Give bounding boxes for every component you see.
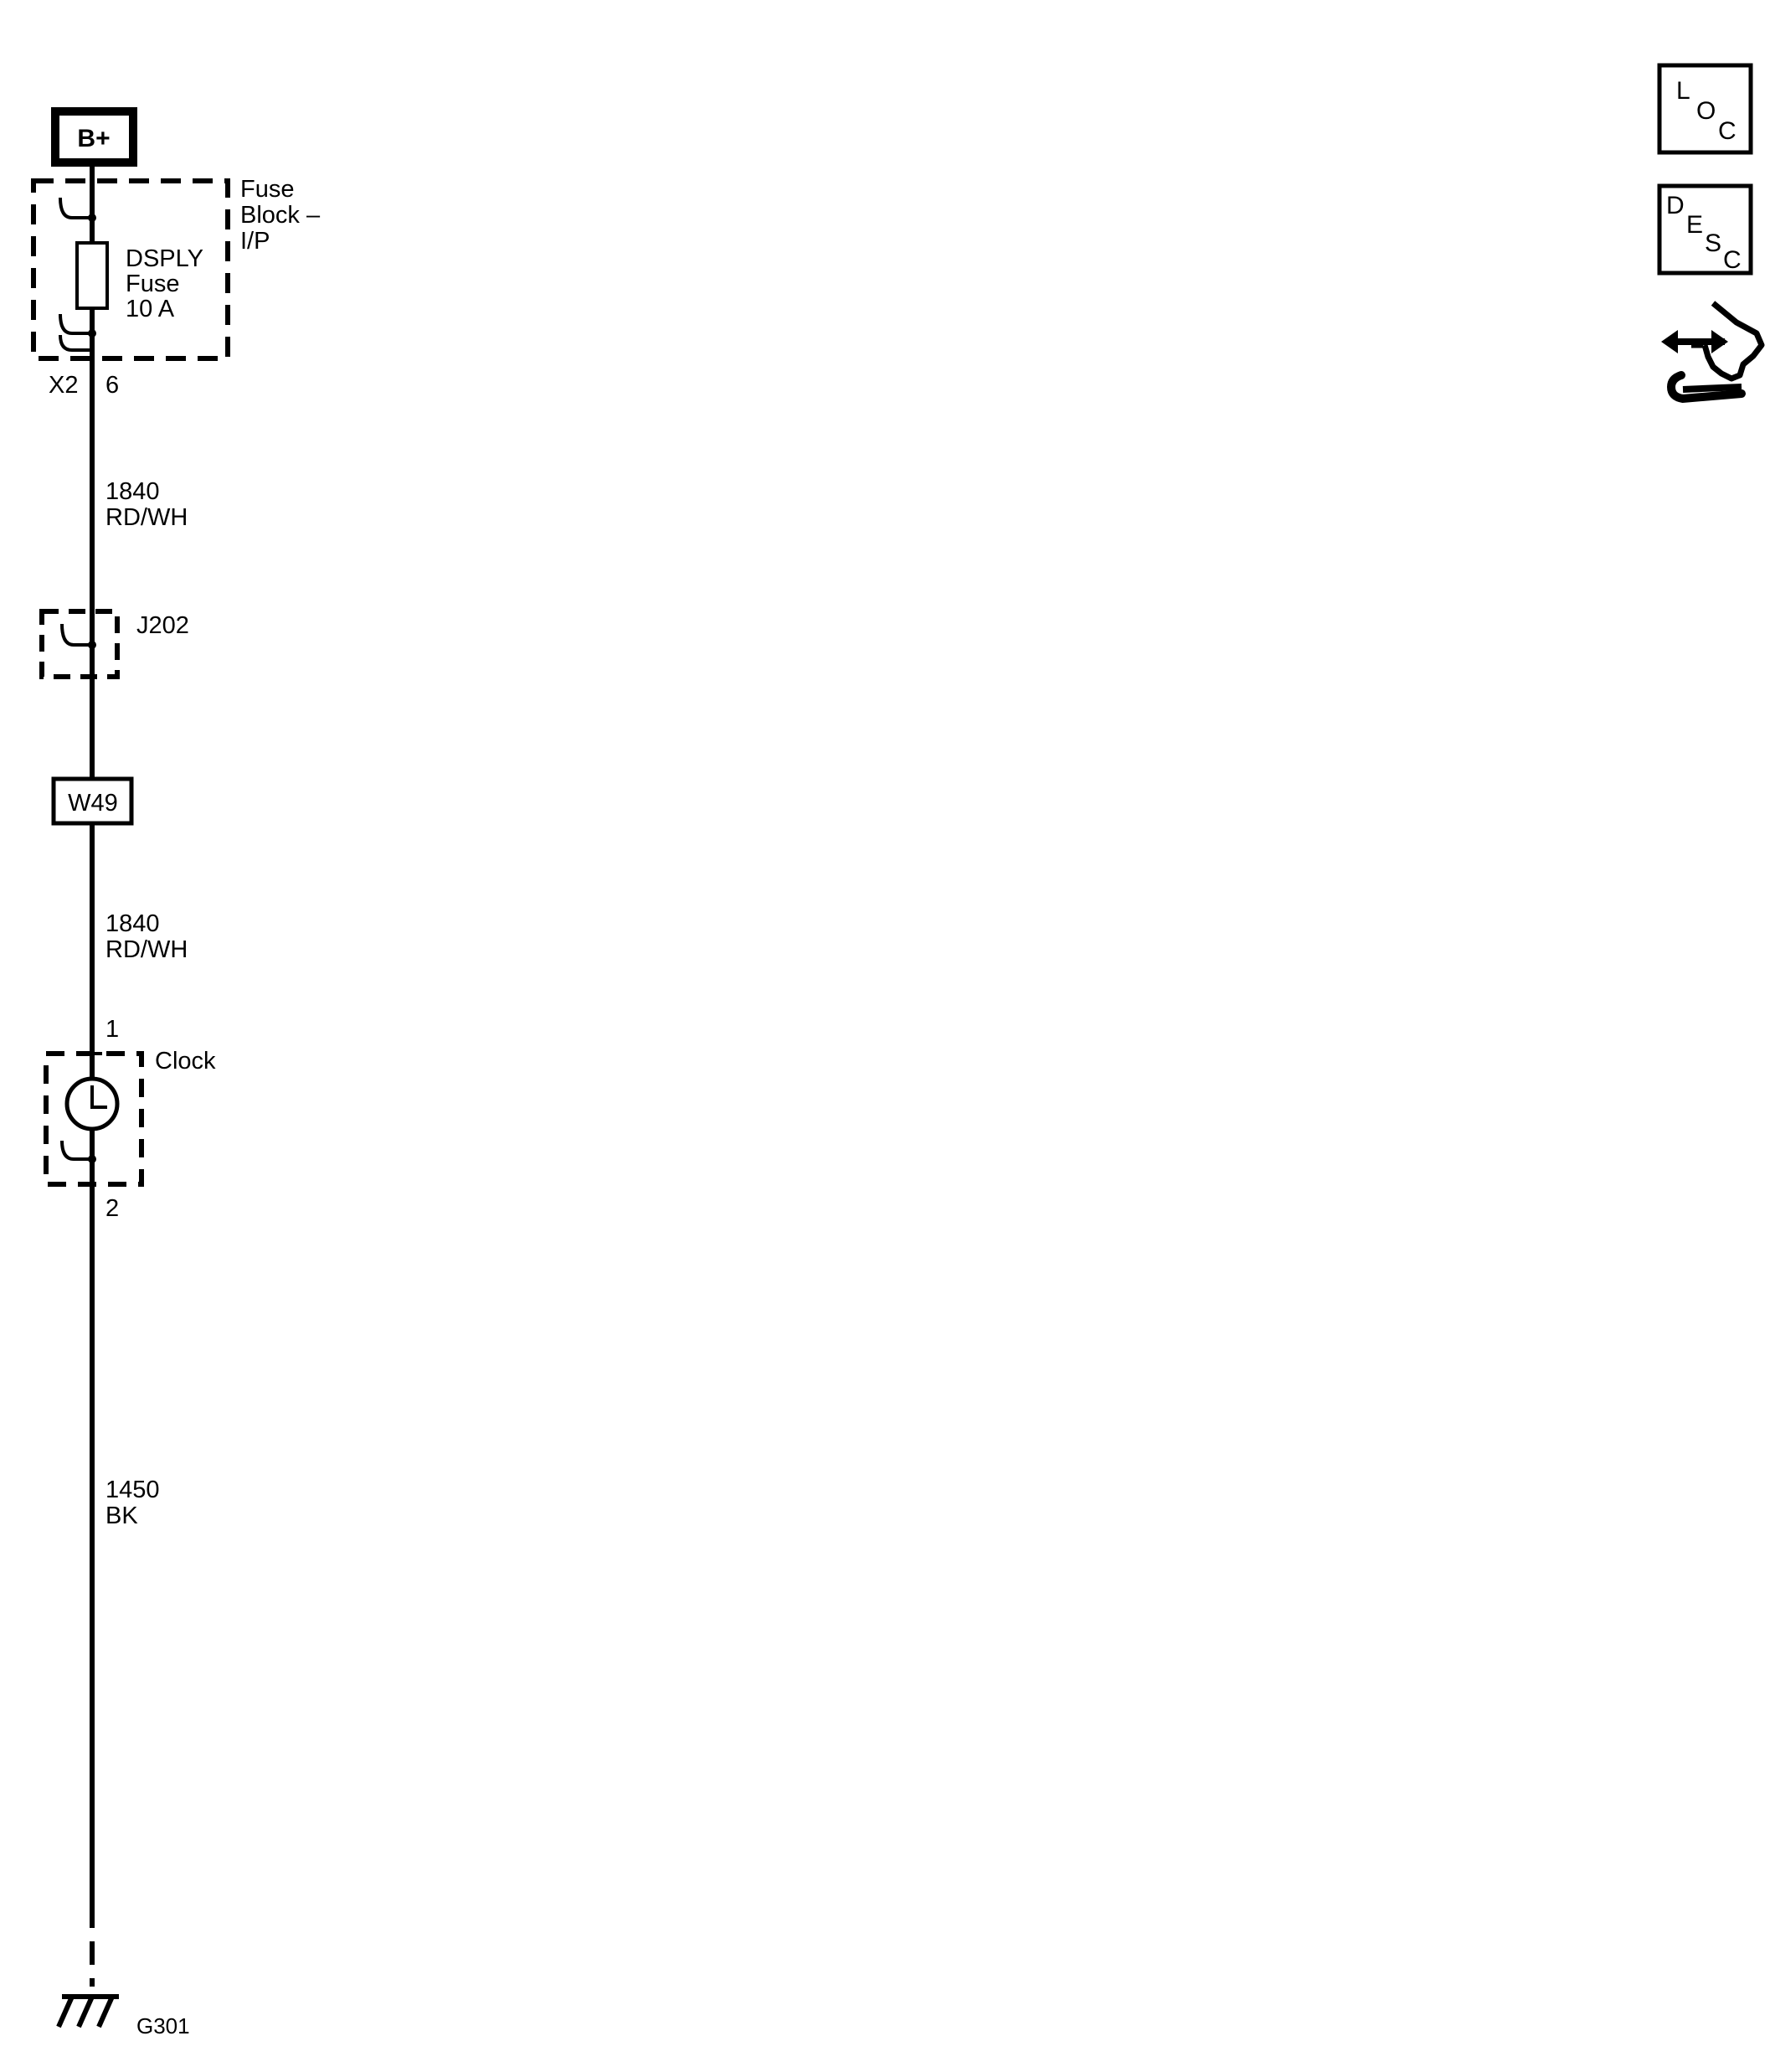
splice-label: J202 [136, 612, 189, 639]
harness-connector-w49: W49 [51, 776, 134, 826]
harness-connector-label: W49 [68, 790, 118, 817]
svg-text:D: D [1666, 192, 1685, 219]
fuse-block-pin: 6 [105, 372, 119, 399]
clock-pin-in: 1 [105, 1016, 119, 1043]
svg-text:E: E [1686, 211, 1703, 239]
clock-pin-out: 2 [105, 1195, 119, 1222]
svg-text:C: C [1718, 117, 1737, 145]
fuse-label-line3: 10 A [126, 296, 175, 322]
fuse-block-name-line1: Fuse [240, 176, 294, 203]
fuse-block-top-pin-icon [59, 197, 92, 219]
fuse-block: Fuse Block – I/P DSPLY Fuse 10 A X2 6 [31, 176, 321, 399]
svg-text:O: O [1696, 97, 1716, 125]
wire-circuit-2: 1840 [105, 910, 160, 937]
loc-icon[interactable]: L O C [1657, 63, 1753, 155]
wire-color-2: RD/WH [105, 936, 188, 963]
splice-pin-icon [60, 623, 92, 647]
wire-segment-3-label: 1450 BK [105, 1477, 160, 1529]
ground-g301: G301 [56, 1994, 190, 2038]
splice-j202: J202 [39, 609, 189, 679]
power-source-label: B+ [77, 125, 110, 152]
ground-label: G301 [136, 2013, 190, 2038]
fuse-block-bottom-pin-icon [59, 313, 92, 335]
fuse-icon [75, 241, 109, 310]
power-source-b-plus: B+ [51, 107, 137, 167]
clock-pin-icon [60, 1140, 92, 1161]
clock-label: Clock [155, 1048, 216, 1075]
wire-circuit-3: 1450 [105, 1477, 160, 1503]
svg-text:S: S [1705, 229, 1721, 257]
fuse-block-connector: X2 [49, 372, 78, 399]
hand-connector-icon[interactable] [1661, 301, 1765, 404]
wire-segment-1-label: 1840 RD/WH [105, 478, 188, 531]
fuse-block-name-line3: I/P [240, 228, 270, 255]
wire-color-3: BK [105, 1502, 138, 1529]
svg-text:C: C [1723, 246, 1742, 274]
wire-circuit-1: 1840 [105, 478, 160, 505]
fuse-label-line1: DSPLY [126, 245, 203, 272]
clock-component: 1 Clock 2 [44, 1016, 216, 1222]
wire-color-1: RD/WH [105, 504, 188, 531]
desc-icon[interactable]: D E S C [1657, 183, 1753, 276]
svg-text:L: L [1676, 77, 1690, 105]
fuse-label-line2: Fuse [126, 271, 179, 297]
wire-segment-2-label: 1840 RD/WH [105, 910, 188, 963]
fuse-block-name-line2: Block – [240, 202, 321, 229]
